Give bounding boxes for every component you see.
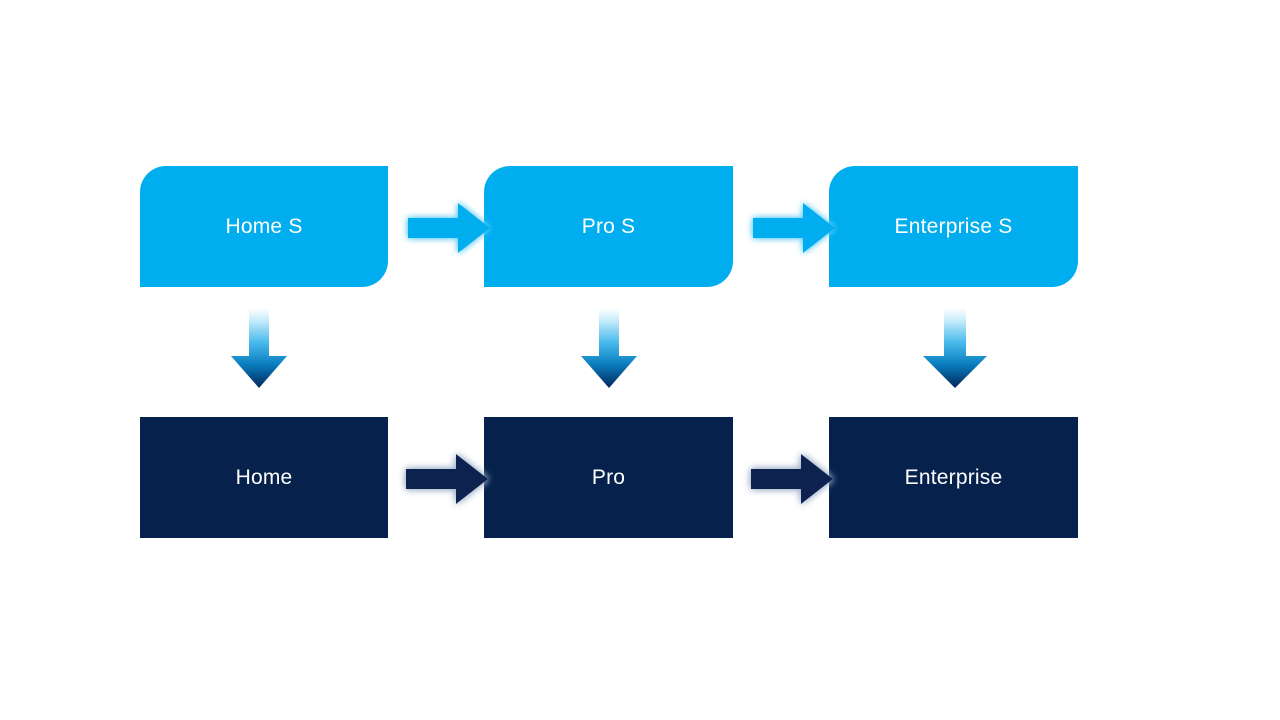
node-enterprise-label: Enterprise (904, 465, 1003, 489)
node-pro[interactable]: Pro (484, 417, 733, 538)
arrow-home-to-pro (404, 451, 490, 507)
node-home-label: Home (235, 465, 293, 489)
arrow-home-s-to-pro-s (406, 200, 492, 256)
node-home-s[interactable]: Home S (140, 166, 388, 287)
arrow-pro-s-to-enterprise-s (751, 200, 837, 256)
arrow-pro-s-to-pro (578, 308, 640, 390)
node-enterprise-s-label: Enterprise S (894, 214, 1013, 238)
node-pro-s[interactable]: Pro S (484, 166, 733, 287)
node-enterprise[interactable]: Enterprise (829, 417, 1078, 538)
node-home-s-label: Home S (225, 214, 303, 238)
arrow-pro-to-enterprise (749, 451, 835, 507)
node-enterprise-s[interactable]: Enterprise S (829, 166, 1078, 287)
arrow-enterprise-s-to-enterprise (920, 308, 990, 390)
arrow-home-s-to-home (228, 308, 290, 390)
node-pro-s-label: Pro S (581, 214, 636, 238)
node-pro-label: Pro (591, 465, 626, 489)
node-home[interactable]: Home (140, 417, 388, 538)
